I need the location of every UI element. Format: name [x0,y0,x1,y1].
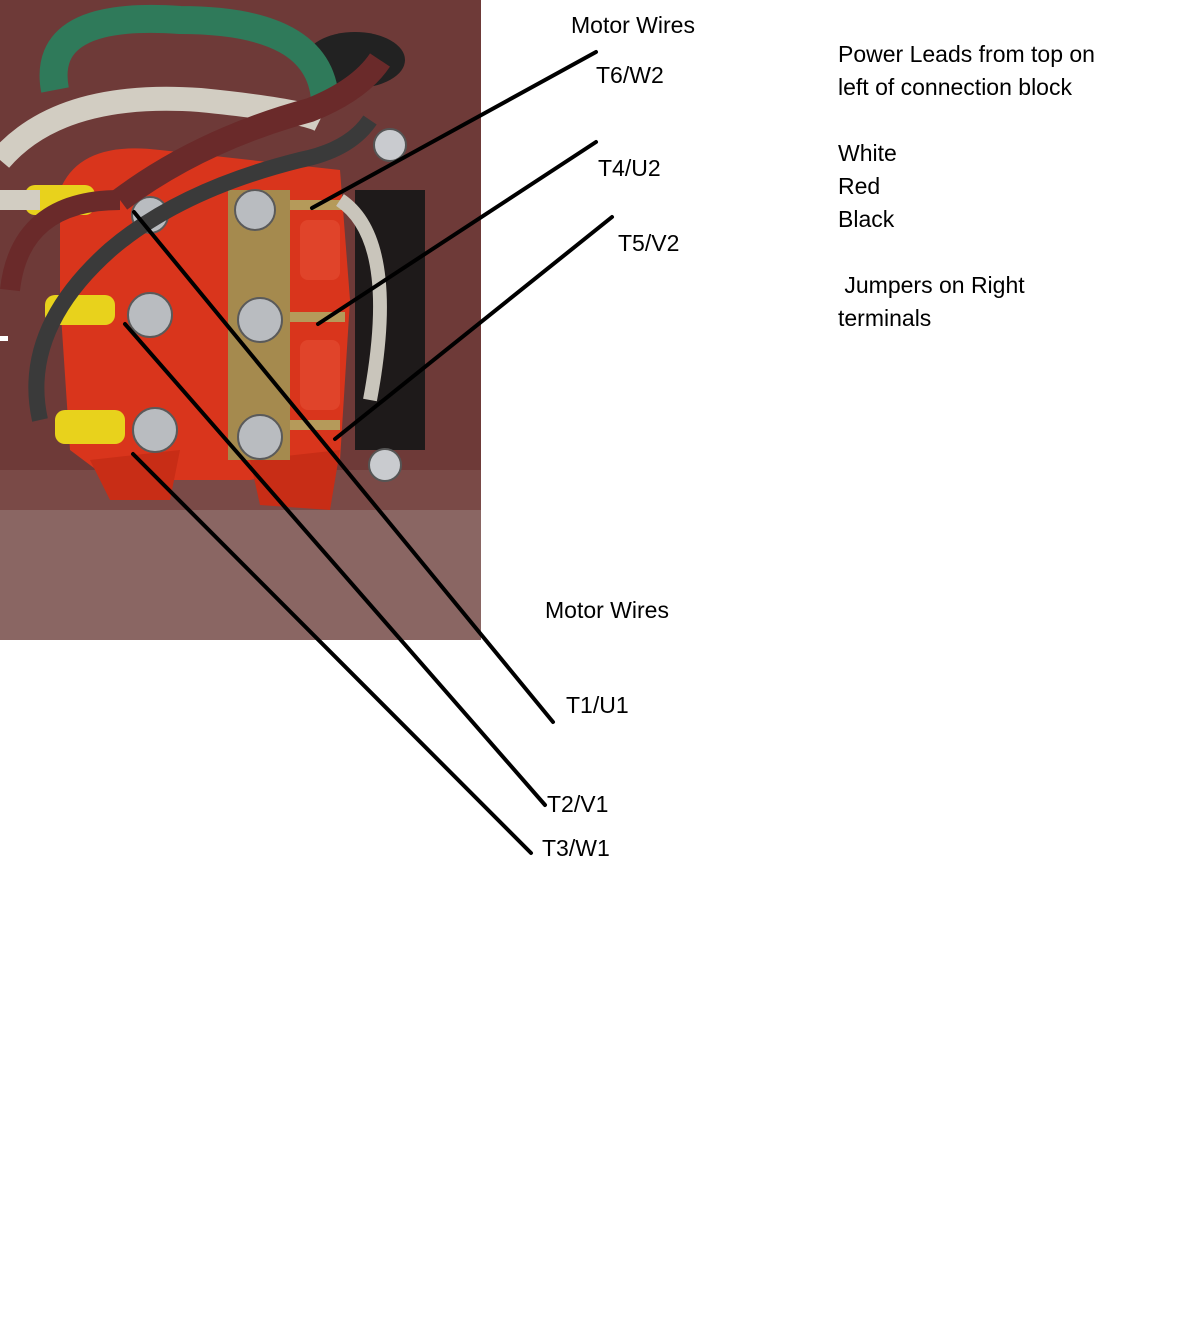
leader-line-t4 [316,140,598,326]
note-spacer [838,236,1095,269]
label-t5-v2: T5/V2 [618,230,680,256]
note-power-leads-line2: left of connection block [838,74,1072,100]
bottom-motor-wires-heading: Motor Wires [545,597,669,623]
label-t2-v1: T2/V1 [547,791,609,817]
leader-line-t3 [131,452,533,855]
note-jumpers-line2: terminals [838,305,932,331]
note-jumpers-line1: Jumpers on Right [838,272,1025,298]
label-t4-u2: T4/U2 [598,155,661,181]
note-lead-black: Black [838,206,895,232]
leader-line-t6 [310,50,598,210]
leader-line-t1 [132,210,555,724]
top-motor-wires-heading: Motor Wires [571,12,695,38]
label-t6-w2: T6/W2 [596,62,664,88]
motor-terminal-box-photo [0,0,481,640]
leader-line-t2 [123,322,547,807]
note-spacer [838,104,1095,137]
label-t3-w1: T3/W1 [542,835,610,861]
leader-line-t5 [333,215,614,441]
note-power-leads-line1: Power Leads from top on [838,41,1095,67]
note-lead-white: White [838,140,897,166]
note-lead-red: Red [838,173,881,199]
label-t1-u1: T1/U1 [566,692,629,718]
wiring-notes: Power Leads from top on left of connecti… [838,38,1095,335]
